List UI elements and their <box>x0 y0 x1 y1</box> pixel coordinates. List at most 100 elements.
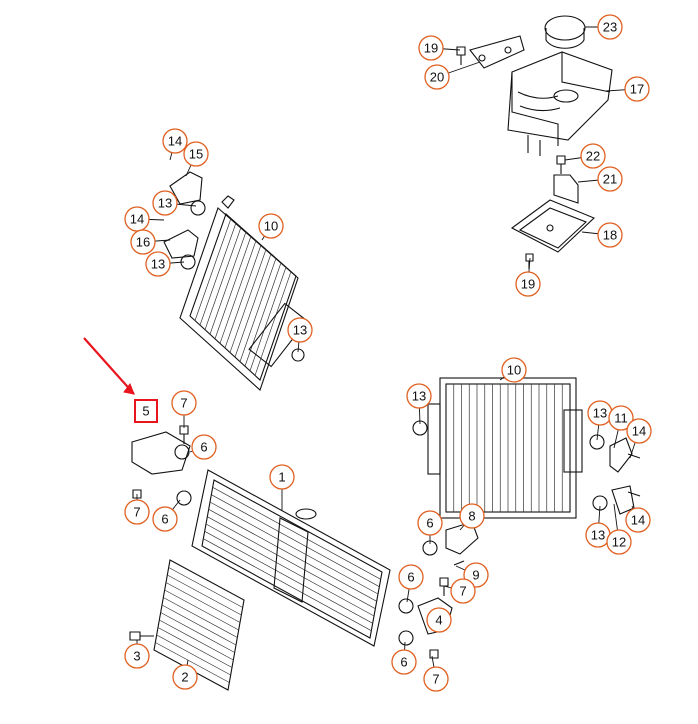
callout-6: 6 <box>417 510 443 536</box>
callout-label: 6 <box>200 440 207 455</box>
expansion-tank <box>507 15 613 156</box>
callout-label: 13 <box>158 196 172 211</box>
callout-13: 13 <box>145 251 171 277</box>
callout-label: 18 <box>603 228 617 243</box>
callout-label: 6 <box>426 516 433 531</box>
callout-circle <box>606 529 632 555</box>
callout-14: 14 <box>626 418 652 444</box>
callout-13: 13 <box>406 383 432 409</box>
callout-label: 7 <box>459 584 466 599</box>
callout-label: 10 <box>507 363 521 378</box>
callout-circle <box>124 499 150 525</box>
callout-circle <box>459 503 485 529</box>
small-parts <box>129 425 465 659</box>
callout-label: 6 <box>407 570 414 585</box>
callout-label: 7 <box>133 505 140 520</box>
callout-7: 7 <box>171 390 197 416</box>
callout-10: 10 <box>258 213 284 239</box>
callout-22: 22 <box>580 143 606 169</box>
callout-label: 7 <box>432 672 439 687</box>
callout-circle <box>145 251 171 277</box>
callout-label: 22 <box>586 149 600 164</box>
callout-label: 13 <box>593 406 607 421</box>
callout-label: 2 <box>181 670 188 685</box>
callout-label: 13 <box>591 528 605 543</box>
callout-circle <box>171 390 197 416</box>
callout-circle <box>191 434 217 460</box>
callout-label: 19 <box>424 41 438 56</box>
callout-circle <box>287 317 313 343</box>
callout-circle <box>183 141 209 167</box>
callout-label: 15 <box>189 147 203 162</box>
callout-1: 1 <box>269 464 295 490</box>
callout-circle <box>269 464 295 490</box>
highlight-arrow <box>83 337 135 395</box>
callout-circle <box>398 564 424 590</box>
main-radiator <box>191 469 391 647</box>
callout-13: 13 <box>585 522 611 548</box>
tank-tray <box>510 199 595 253</box>
callout-circle <box>258 213 284 239</box>
callout-circle <box>391 649 417 675</box>
callout-label: 17 <box>630 82 644 97</box>
callout-19: 19 <box>515 271 541 297</box>
callout-19: 19 <box>418 35 444 61</box>
callout-label: 14 <box>632 424 646 439</box>
highlight-callout: 5 <box>134 399 158 423</box>
callout-11: 11 <box>608 405 634 431</box>
callout-label: 13 <box>151 257 165 272</box>
callout-15: 15 <box>183 141 209 167</box>
callout-circle <box>597 166 623 192</box>
callout-label: 8 <box>468 509 475 524</box>
callout-6: 6 <box>391 649 417 675</box>
callout-label: 23 <box>603 20 617 35</box>
callout-circle <box>162 128 188 154</box>
aux-radiator <box>179 195 308 391</box>
callout-label: 12 <box>612 535 626 550</box>
callout-7: 7 <box>124 499 150 525</box>
callout-21: 21 <box>597 166 623 192</box>
callout-label: 14 <box>168 134 182 149</box>
right-radiator-mounts <box>412 420 641 515</box>
callout-label: 3 <box>133 649 140 664</box>
callout-circle <box>417 510 443 536</box>
callout-circle <box>423 666 449 692</box>
callout-13: 13 <box>152 190 178 216</box>
callout-label: 14 <box>631 513 645 528</box>
callout-17: 17 <box>624 76 650 102</box>
callout-circle <box>424 64 450 90</box>
callout-circle <box>152 506 178 532</box>
callout-circle <box>124 643 150 669</box>
callout-circle <box>625 507 651 533</box>
callout-20: 20 <box>424 64 450 90</box>
callout-label: 6 <box>161 512 168 527</box>
callout-16: 16 <box>130 229 156 255</box>
callout-circle <box>130 229 156 255</box>
callout-label: 11 <box>614 411 628 426</box>
callout-circle <box>608 405 634 431</box>
callout-6: 6 <box>398 564 424 590</box>
callout-circle <box>580 143 606 169</box>
callout-label: 13 <box>293 323 307 338</box>
callout-8: 8 <box>459 503 485 529</box>
callout-2: 2 <box>172 664 198 690</box>
callout-14: 14 <box>124 206 150 232</box>
callout-label: 10 <box>264 219 278 234</box>
callout-label: 21 <box>603 172 617 187</box>
callout-3: 3 <box>124 643 150 669</box>
callout-circle <box>501 357 527 383</box>
callout-label: 1 <box>278 470 285 485</box>
main-radiator-mounts <box>131 431 479 646</box>
callout-13: 13 <box>287 317 313 343</box>
callout-label: 6 <box>400 655 407 670</box>
callout-circle <box>626 418 652 444</box>
callout-7: 7 <box>450 578 476 604</box>
callout-label: 20 <box>430 70 444 85</box>
callout-23: 23 <box>597 14 623 40</box>
callout-4: 4 <box>426 607 452 633</box>
callout-13: 13 <box>587 400 613 426</box>
callout-6: 6 <box>152 506 178 532</box>
callout-label: 7 <box>180 396 187 411</box>
